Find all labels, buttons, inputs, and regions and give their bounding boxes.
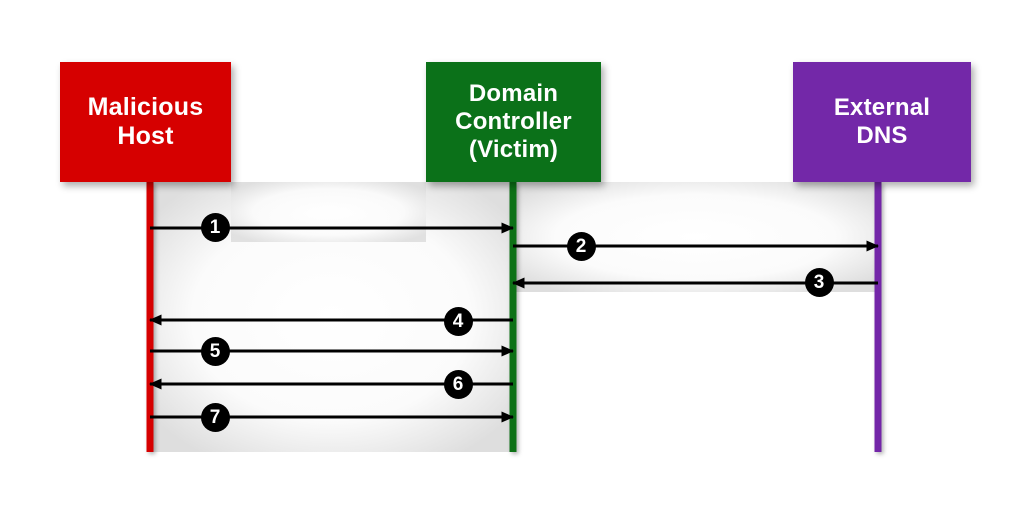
step-badge-2[interactable]: 2 [566, 231, 596, 261]
step-badge-3[interactable]: 3 [804, 267, 834, 297]
actor-box-malicious-host[interactable]: Malicious Host [60, 62, 231, 182]
actor-label-malicious-host: Malicious Host [87, 92, 204, 151]
actor-box-domain-controller[interactable]: Domain Controller (Victim) [426, 62, 601, 182]
lifeline-malicious-host [146, 182, 154, 452]
step-badge-6[interactable]: 6 [443, 369, 473, 399]
actor-label-external-dns: External DNS [833, 93, 931, 149]
step-badge-5[interactable]: 5 [200, 336, 230, 366]
actor-label-domain-controller: Domain Controller (Victim) [455, 79, 572, 164]
actor-box-external-dns[interactable]: External DNS [793, 62, 971, 182]
lifeline-external-dns [874, 182, 882, 452]
step-badge-4[interactable]: 4 [443, 306, 473, 336]
lifeline-domain-controller [509, 182, 517, 452]
step-badge-7[interactable]: 7 [200, 402, 230, 432]
step-badge-1[interactable]: 1 [200, 212, 230, 242]
